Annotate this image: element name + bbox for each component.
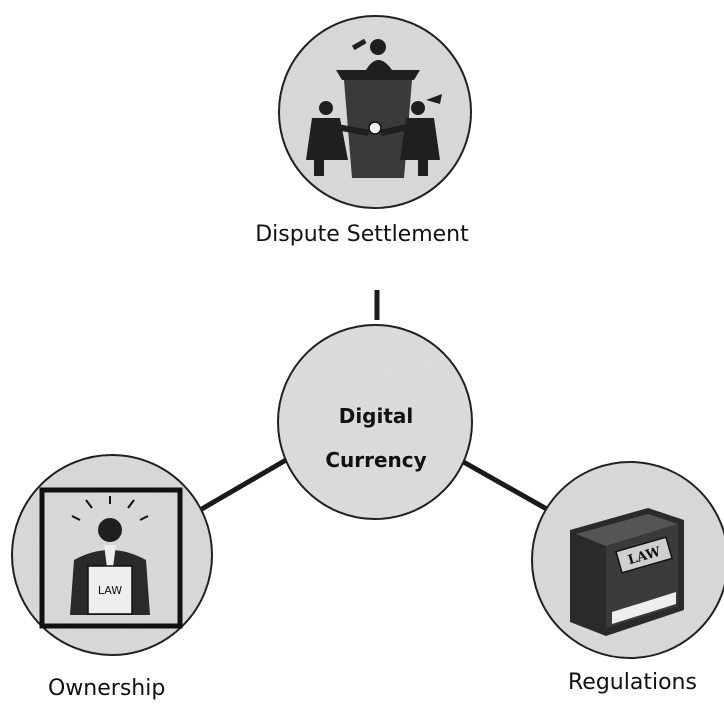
node-ownership: LAW xyxy=(11,454,213,656)
node-label-dispute-settlement: Dispute Settlement xyxy=(255,222,469,247)
center-label-line-2: Currency xyxy=(325,448,427,472)
law-ownership-icon: LAW xyxy=(39,487,183,629)
connector-right xyxy=(458,457,554,515)
connector-lines xyxy=(198,290,554,515)
connector-left xyxy=(198,457,288,513)
judge-gavel-icon xyxy=(306,38,442,178)
svg-text:LAW: LAW xyxy=(98,584,122,597)
center-label-line-1: Digital xyxy=(338,404,414,428)
node-label-regulations: Regulations xyxy=(568,670,697,695)
node-dispute-settlement xyxy=(278,15,472,209)
node-label-ownership: Ownership xyxy=(48,676,166,701)
law-book-icon: LAW xyxy=(570,508,684,636)
node-regulations: LAW xyxy=(531,461,724,659)
node-digital-currency xyxy=(277,324,473,520)
